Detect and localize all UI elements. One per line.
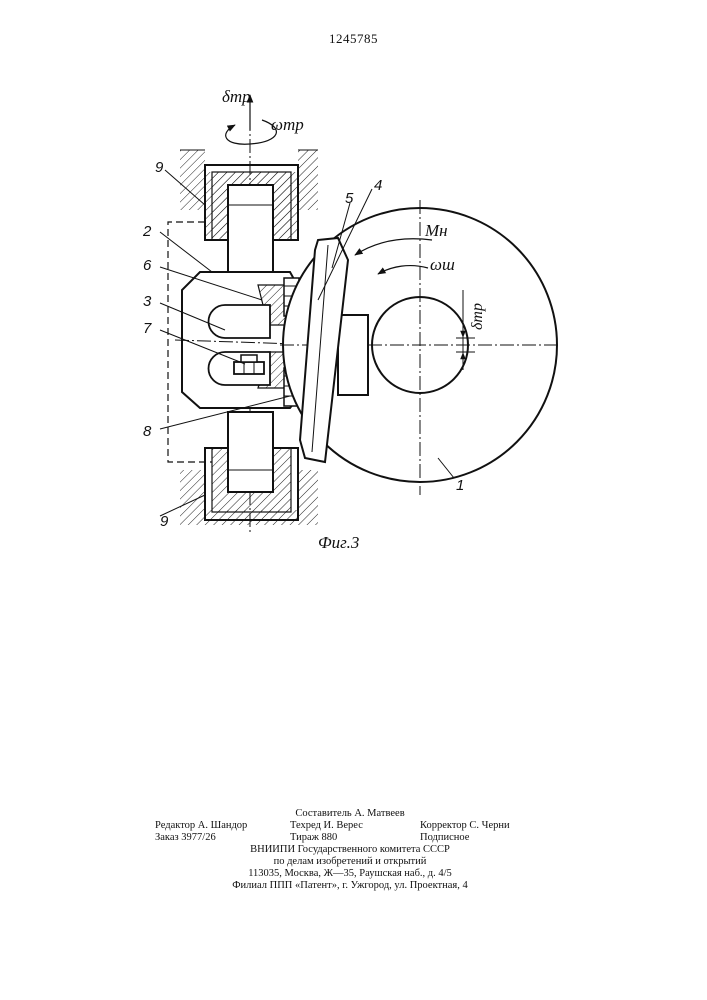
print-run-line: Тираж 880 (290, 832, 420, 844)
omega-tp-label: ωтр (271, 115, 304, 134)
ref-numeral: 1 (456, 477, 464, 494)
delta-tp-side-label: δтр (469, 303, 486, 330)
ref-numeral: 9 (155, 159, 164, 176)
editor-line: Редактор А. Шандор (155, 820, 290, 832)
address-line: 113035, Москва, Ж—35, Раушская наб., д. … (155, 868, 545, 880)
ref-numeral: 3 (143, 293, 152, 310)
techred-line: Техред И. Верес (290, 820, 420, 832)
ref-numeral: 9 (160, 513, 169, 530)
subscription-line: Подписное (420, 832, 545, 844)
delta-tp-top-label: δтр (222, 87, 251, 106)
ref-numeral: 7 (143, 320, 152, 337)
omega-sh-label: ωш (430, 255, 455, 274)
order-line: Заказ 3977/26 (155, 832, 290, 844)
org-line-2: по делам изобретений и открытий (155, 856, 545, 868)
ref-numeral: 4 (374, 177, 382, 194)
figure-caption: Фиг.3 (318, 533, 359, 552)
corrector-line: Корректор С. Черни (420, 820, 545, 832)
ref-numeral: 6 (143, 257, 152, 274)
rotation-arrow-omega-tp (226, 120, 277, 144)
ref-numeral: 8 (143, 423, 152, 440)
compiler-line: Составитель А. Матвеев (155, 808, 545, 820)
mh-label: Mн (424, 221, 448, 240)
branch-line: Филиал ППП «Патент», г. Ужгород, ул. Про… (155, 880, 545, 892)
colophon: Составитель А. Матвеев Редактор А. Шандо… (155, 808, 545, 892)
ref-numeral: 5 (345, 190, 354, 207)
ref-numeral: 2 (142, 223, 152, 240)
org-line-1: ВНИИПИ Государственного комитета СССР (155, 844, 545, 856)
